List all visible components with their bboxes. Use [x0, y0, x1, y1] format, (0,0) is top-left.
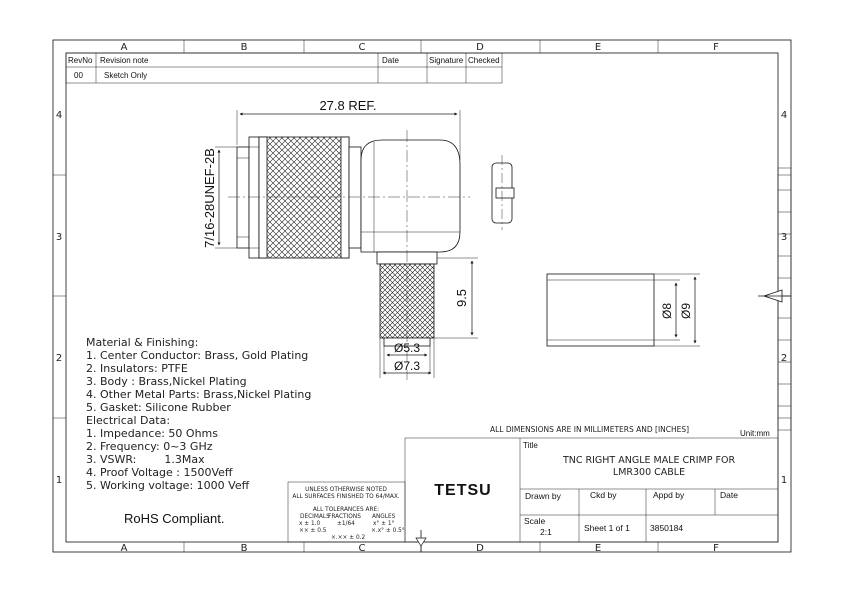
- ckd-by-label: Ckd by: [590, 490, 617, 500]
- material-notes: Material & Finishing: 1. Center Conducto…: [86, 336, 311, 492]
- row-label-1-right: 1: [781, 475, 787, 486]
- appd-by-label: Appd by: [653, 490, 685, 500]
- tol-dec3: ×.×× ± 0.2: [331, 535, 365, 541]
- col-label-b-bottom: B: [241, 543, 248, 554]
- note-line: 5. Working voltage: 1000 Veff: [86, 479, 250, 492]
- company-name: TETSU: [434, 482, 491, 499]
- col-label-f: F: [713, 42, 719, 53]
- dia-inner-label: Ø5.3: [394, 341, 420, 355]
- row-label-2-right: 2: [781, 353, 787, 364]
- note-line: 1. Impedance: 50 Ohms: [86, 427, 218, 440]
- ferrule-outer-label: Ø9: [679, 303, 693, 319]
- note-line: 1. Center Conductor: Brass, Gold Plating: [86, 349, 308, 362]
- scale-label: Scale: [524, 516, 546, 526]
- row-label-4: 4: [56, 110, 62, 121]
- col-label-e-bottom: E: [595, 543, 601, 554]
- unit-label: Unit:mm: [740, 429, 770, 438]
- third-angle-projection-icon: [415, 530, 427, 552]
- col-label-e: E: [595, 42, 601, 53]
- note-line: 3. VSWR: 1.3Max: [86, 453, 205, 466]
- rev-header-revno: RevNo: [68, 56, 93, 65]
- connector-side-view: [228, 130, 470, 380]
- row-label-2: 2: [56, 353, 62, 364]
- rev-row-revno: 00: [74, 71, 83, 80]
- title-line1: TNC RIGHT ANGLE MALE CRIMP FOR: [562, 455, 736, 466]
- dimension-note: ALL DIMENSIONS ARE IN MILLIMETERS AND [I…: [490, 425, 689, 434]
- diameter-dimensions: [379, 338, 435, 378]
- rohs-label: RoHS Compliant.: [124, 511, 224, 526]
- drawing-number: 3850184: [650, 523, 683, 533]
- row-label-1: 1: [56, 475, 62, 486]
- note-line: 3. Body : Brass,Nickel Plating: [86, 375, 247, 388]
- row-label-4-right: 4: [781, 110, 787, 121]
- tol-dec1: x ± 1.0: [299, 521, 321, 527]
- tol-angles: ANGLES: [372, 514, 396, 520]
- tol-frac1: ±1/64: [337, 521, 355, 527]
- col-label-f-bottom: F: [713, 543, 719, 554]
- col-label-d: D: [476, 42, 484, 53]
- thread-dimension: [215, 146, 237, 249]
- tol-line2: ALL SURFACES FINISHED TO 64/MAX.: [292, 494, 399, 500]
- col-label-c-bottom: C: [359, 543, 366, 554]
- length-dim-label: 27.8 REF.: [319, 98, 376, 113]
- col-label-d-bottom: D: [476, 543, 484, 554]
- tol-fractions: FRACTIONS: [328, 514, 361, 520]
- crimp-height-dimension: [434, 257, 478, 339]
- title-line2: LMR300 CABLE: [613, 467, 685, 478]
- col-label-c: C: [359, 42, 366, 53]
- rev-header-date: Date: [382, 56, 399, 65]
- ferrule-part: [546, 273, 700, 347]
- dia-outer-label: Ø7.3: [394, 359, 420, 373]
- note-line: 2. Insulators: PTFE: [86, 362, 188, 375]
- row-label-3-right: 3: [781, 232, 787, 243]
- note-line: 2. Frequency: 0~3 GHz: [86, 440, 213, 453]
- note-line: 5. Gasket: Silicone Rubber: [86, 401, 231, 414]
- col-label-b: B: [241, 42, 248, 53]
- note-line: 4. Other Metal Parts: Brass,Nickel Plati…: [86, 388, 311, 401]
- sheet-label: Sheet 1 of 1: [584, 523, 630, 533]
- row-label-3: 3: [56, 232, 62, 243]
- scale-value: 2:1: [540, 527, 552, 537]
- tol-line3: ALL TOLERANCES ARE:: [313, 507, 379, 513]
- tol-dec2: ×× ± 0.5: [299, 528, 327, 534]
- col-label-a-bottom: A: [121, 543, 128, 554]
- note-line: Electrical Data:: [86, 414, 170, 427]
- tol-ang1: x° ± 1°: [373, 521, 395, 527]
- col-label-a: A: [121, 42, 128, 53]
- revision-table: [65, 52, 503, 84]
- rev-header-checked: Checked: [468, 56, 500, 65]
- ferrule-inner-label: Ø8: [660, 303, 674, 319]
- drawn-by-label: Drawn by: [525, 491, 562, 501]
- rev-header-note: Revision note: [100, 56, 149, 65]
- title-label: Title: [523, 441, 538, 450]
- title-block: [404, 437, 779, 543]
- rev-row-note: Sketch Only: [104, 71, 147, 80]
- note-line: Material & Finishing:: [86, 336, 198, 349]
- thread-dim-label: 7/16-28UNEF-2B: [202, 148, 217, 248]
- note-line: 4. Proof Voltage : 1500Veff: [86, 466, 233, 479]
- date-label: Date: [720, 490, 738, 500]
- tol-ang2: ×.x° ± 0.5°: [371, 528, 405, 534]
- length-dimension: [236, 110, 461, 160]
- crimp-height-label: 9.5: [454, 289, 469, 307]
- tol-line1: UNLESS OTHERWISE NOTED: [305, 487, 387, 493]
- pin-part: [491, 155, 515, 230]
- tol-decimals: DECIMALS: [300, 514, 330, 520]
- rev-header-signature: Signature: [429, 56, 464, 65]
